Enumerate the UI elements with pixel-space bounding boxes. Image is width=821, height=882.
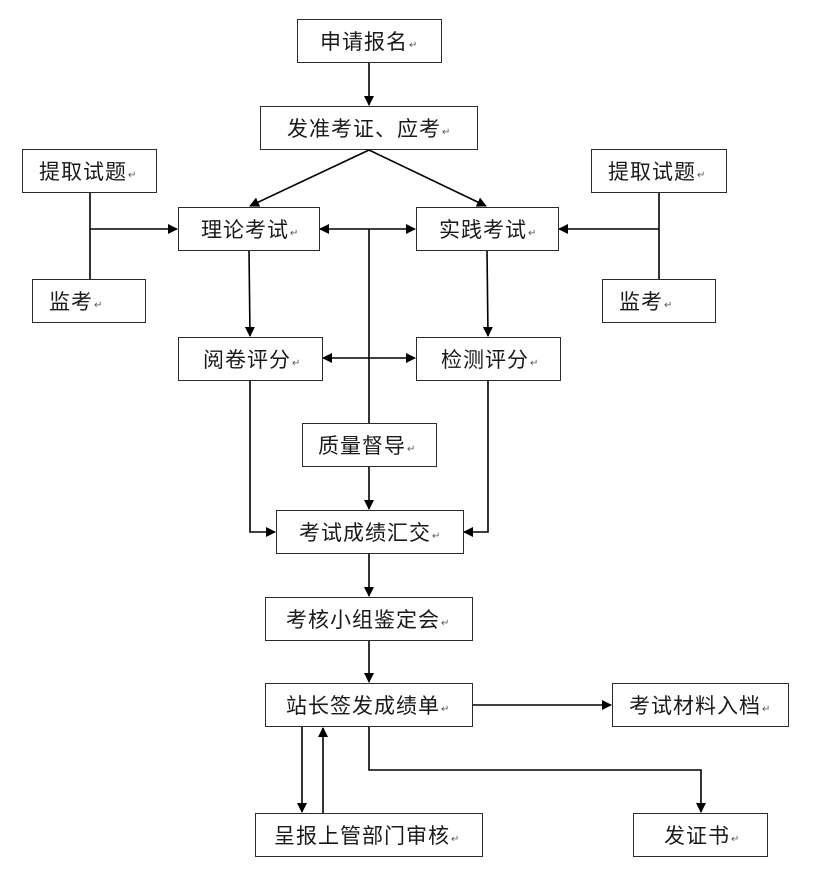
node-report-label: 呈报上管部门审核 (274, 824, 450, 848)
paragraph-mark-icon: ↵ (441, 617, 451, 629)
node-committee: 考核小组鉴定会↵ (265, 597, 473, 641)
node-fetch-questions-right: 提取试题↵ (591, 149, 727, 193)
node-certificate: 发证书↵ (633, 813, 768, 857)
edge-testing-summary (463, 380, 489, 537)
node-sign-label: 站长签发成绩单 (286, 694, 440, 718)
paragraph-mark-icon: ↵ (290, 227, 300, 239)
paragraph-mark-icon: ↵ (407, 443, 417, 455)
paragraph-mark-icon: ↵ (442, 126, 452, 138)
paragraph-mark-icon: ↵ (128, 169, 138, 181)
node-admission: 发准考证、应考↵ (260, 106, 478, 150)
node-score-summary: 考试成绩汇交↵ (276, 510, 464, 554)
node-theory-exam: 理论考试↵ (178, 207, 320, 251)
node-invigilate-right-label: 监考 (619, 290, 663, 314)
node-practice-exam: 实践考试↵ (416, 207, 559, 251)
node-sign-scores: 站长签发成绩单↵ (265, 683, 473, 727)
node-apply: 申请报名↵ (297, 19, 442, 63)
node-fetch-questions-left: 提取试题↵ (22, 149, 157, 193)
node-apply-label: 申请报名 (320, 30, 408, 54)
node-grading-label: 阅卷评分 (203, 348, 291, 372)
edge-admission-theory (249, 149, 370, 207)
paragraph-mark-icon: ↵ (528, 227, 538, 239)
node-invigilate-left: 监考↵ (32, 279, 146, 323)
paragraph-mark-icon: ↵ (664, 299, 674, 311)
edge-theory-grading (244, 249, 255, 337)
node-practice-label: 实践考试 (439, 218, 527, 242)
paragraph-mark-icon: ↵ (530, 357, 540, 369)
node-invigilate-left-label: 监考 (49, 290, 93, 314)
paragraph-mark-icon: ↵ (731, 833, 741, 845)
node-admission-label: 发准考证、应考 (287, 117, 441, 141)
edge-admission-practice (368, 149, 487, 207)
node-testing-label: 检测评分 (441, 348, 529, 372)
node-fetch-left-label: 提取试题 (39, 160, 127, 184)
node-testing: 检测评分↵ (416, 337, 561, 381)
node-report-review: 呈报上管部门审核↵ (255, 813, 483, 857)
node-supervision-label: 质量督导 (318, 434, 406, 458)
edge-practice-testing (482, 249, 493, 337)
node-certificate-label: 发证书 (664, 824, 730, 848)
paragraph-mark-icon: ↵ (762, 703, 772, 715)
node-grading: 阅卷评分↵ (178, 337, 323, 381)
paragraph-mark-icon: ↵ (432, 530, 442, 542)
node-archive-label: 考试材料入档 (629, 694, 761, 718)
paragraph-mark-icon: ↵ (94, 299, 104, 311)
node-summary-label: 考试成绩汇交 (299, 521, 431, 545)
node-archive: 考试材料入档↵ (612, 683, 789, 727)
edge-grading-summary (249, 380, 276, 537)
node-invigilate-right: 监考↵ (602, 279, 716, 323)
edge-sign-certificate (368, 727, 706, 813)
paragraph-mark-icon: ↵ (451, 833, 461, 845)
node-quality-supervision: 质量督导↵ (302, 423, 437, 467)
node-theory-label: 理论考试 (201, 218, 289, 242)
paragraph-mark-icon: ↵ (409, 39, 419, 51)
node-fetch-right-label: 提取试题 (608, 160, 696, 184)
paragraph-mark-icon: ↵ (697, 169, 707, 181)
paragraph-mark-icon: ↵ (292, 357, 302, 369)
paragraph-mark-icon: ↵ (441, 703, 451, 715)
node-committee-label: 考核小组鉴定会 (286, 608, 440, 632)
